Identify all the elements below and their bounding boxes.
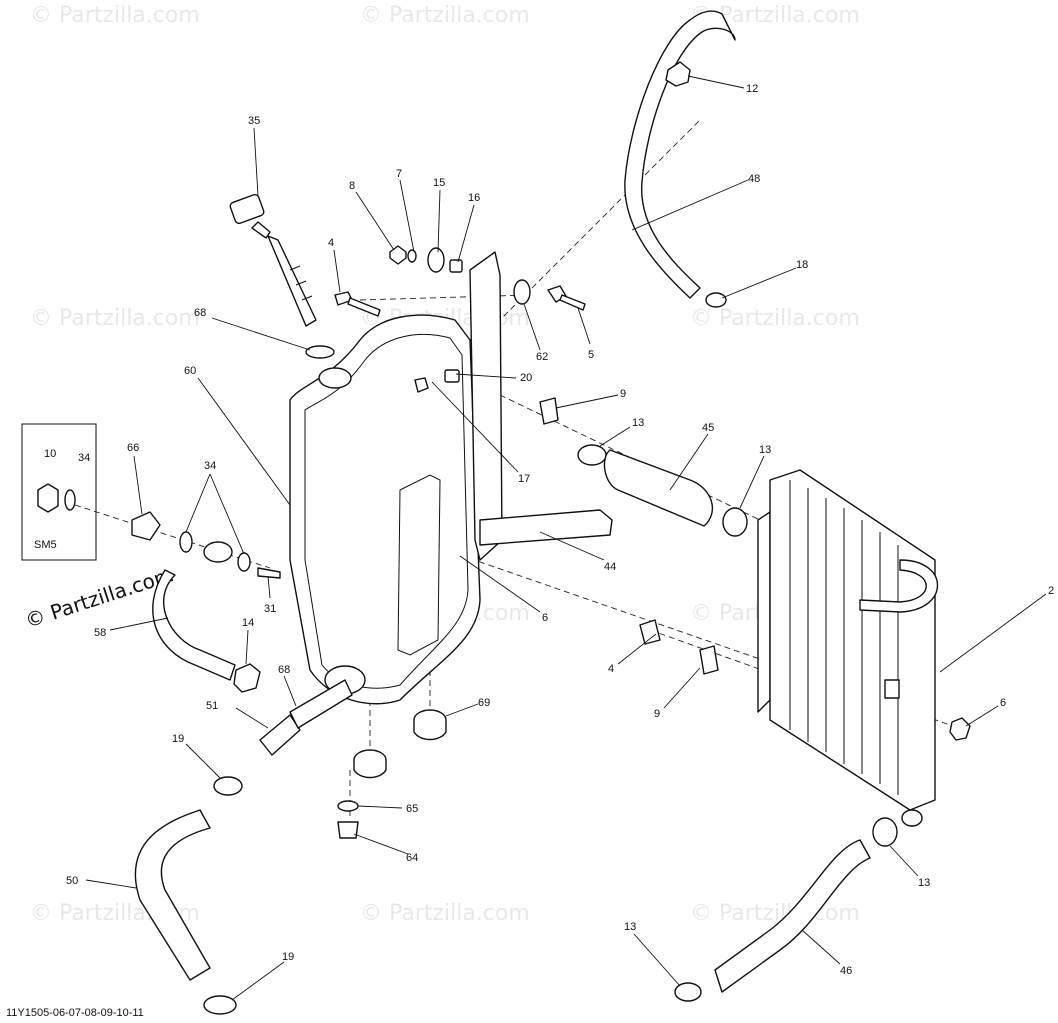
watermark: © Partzilla.com xyxy=(360,901,530,926)
oil-cooler xyxy=(757,469,971,827)
callout-62: 62 xyxy=(536,351,548,363)
banjo-fitting xyxy=(131,511,281,579)
fitting-51 xyxy=(259,679,353,756)
watermark: © Partzilla.com xyxy=(30,306,200,331)
callout-17: 17 xyxy=(518,473,530,485)
callout-50: 50 xyxy=(66,875,78,887)
callout-20: 20 xyxy=(520,372,532,384)
sm5-inset: SM5 xyxy=(21,423,97,561)
dipstick xyxy=(229,193,317,327)
callout-31: 31 xyxy=(264,603,276,615)
watermark: © Partzilla.com xyxy=(30,3,200,28)
callout-4: 4 xyxy=(608,663,614,675)
callout-18: 18 xyxy=(796,259,808,271)
lead-lines xyxy=(85,75,1047,1001)
callout-13: 13 xyxy=(624,921,636,933)
callout-69: 69 xyxy=(478,697,490,709)
callout-65: 65 xyxy=(406,803,418,815)
o-ring-68-top xyxy=(305,345,335,359)
callout-44: 44 xyxy=(604,561,616,573)
callout-68: 68 xyxy=(278,664,290,676)
watermark: © Partzilla.com xyxy=(690,306,860,331)
callout-35: 35 xyxy=(248,115,260,127)
hose-58 xyxy=(152,569,261,693)
filler-neck xyxy=(318,367,352,389)
callout-5: 5 xyxy=(588,349,594,361)
clips-9 xyxy=(539,397,719,675)
hose-46 xyxy=(674,817,898,1002)
grommets xyxy=(337,709,447,839)
drawing-code: 11Y1505-06-07-08-09-10-11 xyxy=(6,1007,144,1019)
bolt-10 xyxy=(37,483,59,513)
callout-48: 48 xyxy=(748,173,760,185)
top-hardware xyxy=(334,245,586,393)
callout-68: 68 xyxy=(194,307,206,319)
callout-6: 6 xyxy=(1000,697,1006,709)
hose-48 xyxy=(624,10,736,308)
callout-16: 16 xyxy=(468,192,480,204)
hose-50 xyxy=(134,776,243,1015)
callout-6: 6 xyxy=(542,612,548,624)
callout-64: 64 xyxy=(406,852,418,864)
callout-13: 13 xyxy=(632,417,644,429)
inset-label: SM5 xyxy=(34,539,57,551)
callout-51: 51 xyxy=(206,700,218,712)
hose-45 xyxy=(577,444,748,537)
callout-19: 19 xyxy=(282,951,294,963)
callout-58: 58 xyxy=(94,627,106,639)
callout-60: 60 xyxy=(184,365,196,377)
mount-bracket xyxy=(469,251,613,561)
callout-10: 10 xyxy=(44,448,56,460)
callouts: 35 8 7 15 16 4 68 60 66 34 10 34 62 5 20… xyxy=(44,83,1054,977)
callout-9: 9 xyxy=(620,388,626,400)
callout-46: 46 xyxy=(840,965,852,977)
callout-4: 4 xyxy=(328,237,334,249)
callout-34-inset: 34 xyxy=(78,452,90,464)
callout-15: 15 xyxy=(433,177,445,189)
watermark: © Partzilla.com xyxy=(360,3,530,28)
callout-45: 45 xyxy=(702,422,714,434)
callout-19: 19 xyxy=(172,733,184,745)
watermark: © Partzilla.com xyxy=(690,901,860,926)
callout-7: 7 xyxy=(396,168,402,180)
callout-12: 12 xyxy=(746,83,758,95)
callout-8: 8 xyxy=(349,180,355,192)
callout-14: 14 xyxy=(242,617,254,629)
callout-66: 66 xyxy=(127,442,139,454)
washer-34 xyxy=(64,489,76,511)
callout-2: 2 xyxy=(1048,585,1054,597)
callout-9: 9 xyxy=(654,708,660,720)
callout-34: 34 xyxy=(204,460,216,472)
callout-13: 13 xyxy=(759,444,771,456)
callout-13: 13 xyxy=(918,877,930,889)
